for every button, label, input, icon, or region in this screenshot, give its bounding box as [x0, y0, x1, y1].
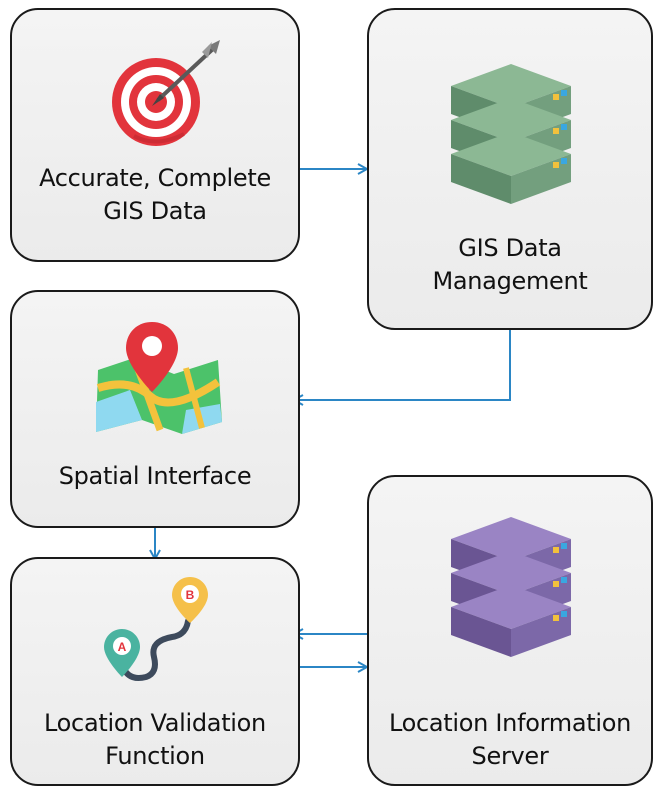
- node-spatial-interface: Spatial Interface: [10, 290, 300, 528]
- map-pin-icon: [90, 318, 230, 442]
- node-label: Location Information Server: [388, 709, 632, 770]
- target-icon: [104, 40, 224, 154]
- route-icon: B A: [102, 573, 222, 697]
- route-marker-a: A: [118, 640, 127, 654]
- arrow-management-to-spatial: [294, 328, 511, 400]
- node-location-validation-function: B A Location Validation Function: [10, 557, 300, 786]
- server-icon: [441, 58, 581, 212]
- node-accurate-gis-data: Accurate, Complete GIS Data: [10, 8, 300, 262]
- node-label: Spatial Interface: [58, 462, 252, 490]
- node-label: Accurate, Complete GIS Data: [39, 164, 271, 225]
- node-label: Location Validation Function: [44, 709, 266, 770]
- node-label: GIS Data Management: [432, 234, 588, 295]
- node-gis-data-management: GIS Data Management: [367, 8, 653, 330]
- node-location-information-server: Location Information Server: [367, 475, 653, 786]
- server-icon: [441, 511, 581, 665]
- route-marker-b: B: [186, 588, 195, 602]
